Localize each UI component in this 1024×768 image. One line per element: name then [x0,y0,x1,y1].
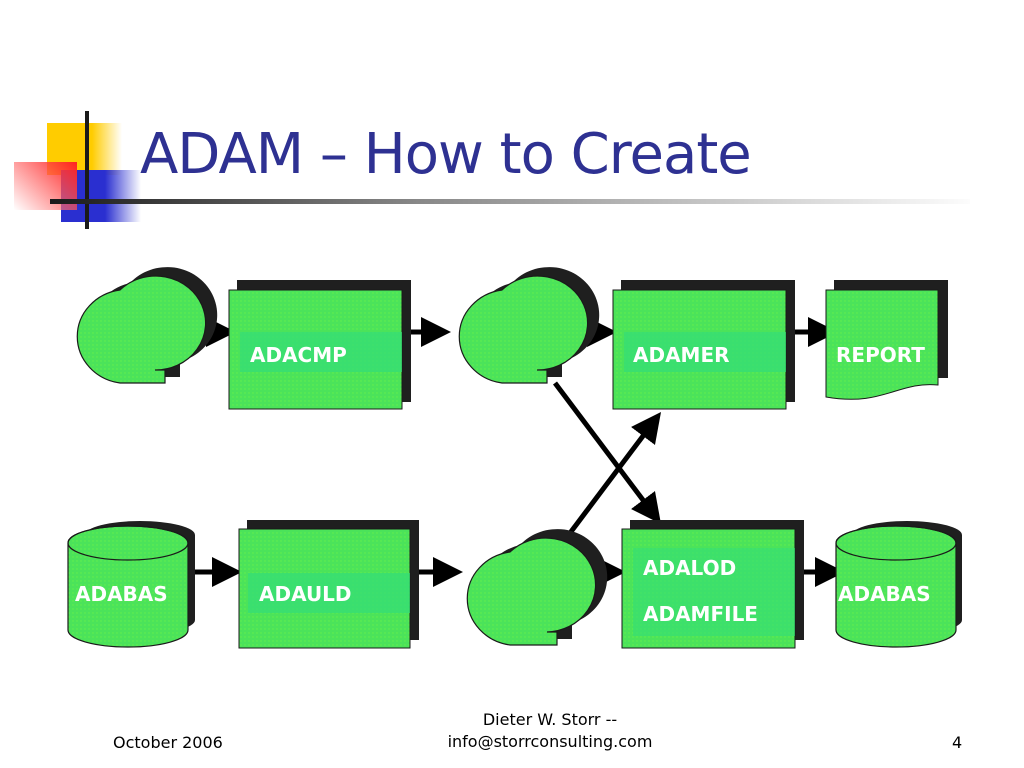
footer-author-name: Dieter W. Storr -- [482,710,618,729]
database-node-adabas-source: ADABAS [67,521,195,648]
tape-node-3 [466,529,608,646]
flow-diagram: ADACMP ADAMER REPORT ADABAS ADAULD ADALO… [67,267,962,649]
node-label-adamfile: ADAMFILE [643,602,758,626]
edge-tape3-adamer [553,412,662,555]
tape-node-1 [76,267,218,384]
slide-title: ADAM – How to Create [140,122,752,187]
process-node-adalod: ADALOD ADAMFILE [621,520,804,649]
process-node-adacmp: ADACMP [228,280,411,410]
edge-tape2-adalod [553,381,662,524]
footer-date: October 2006 [113,733,223,752]
node-label-adacmp: ADACMP [250,343,347,367]
node-label-adabas-source: ADABAS [75,582,168,606]
process-node-adamer: ADAMER [612,280,795,410]
vertical-rule [85,111,89,229]
document-node-report: REPORT [825,280,948,400]
node-label-adauld: ADAULD [259,582,352,606]
process-node-adauld: ADAULD [238,520,419,649]
node-label-adabas-destination: ADABAS [838,582,931,606]
database-node-adabas-destination: ADABAS [835,521,962,648]
footer-author: Dieter W. Storr -- info@storrconsulting.… [380,709,720,753]
tape-node-2 [458,267,600,384]
node-label-adalod: ADALOD [643,556,736,580]
node-label-adamer: ADAMER [633,343,730,367]
node-label-report: REPORT [836,343,925,367]
footer-author-email: info@storrconsulting.com [447,732,653,751]
footer-page-number: 4 [952,733,963,752]
title-underline [50,199,970,204]
corner-decoration [0,100,200,240]
